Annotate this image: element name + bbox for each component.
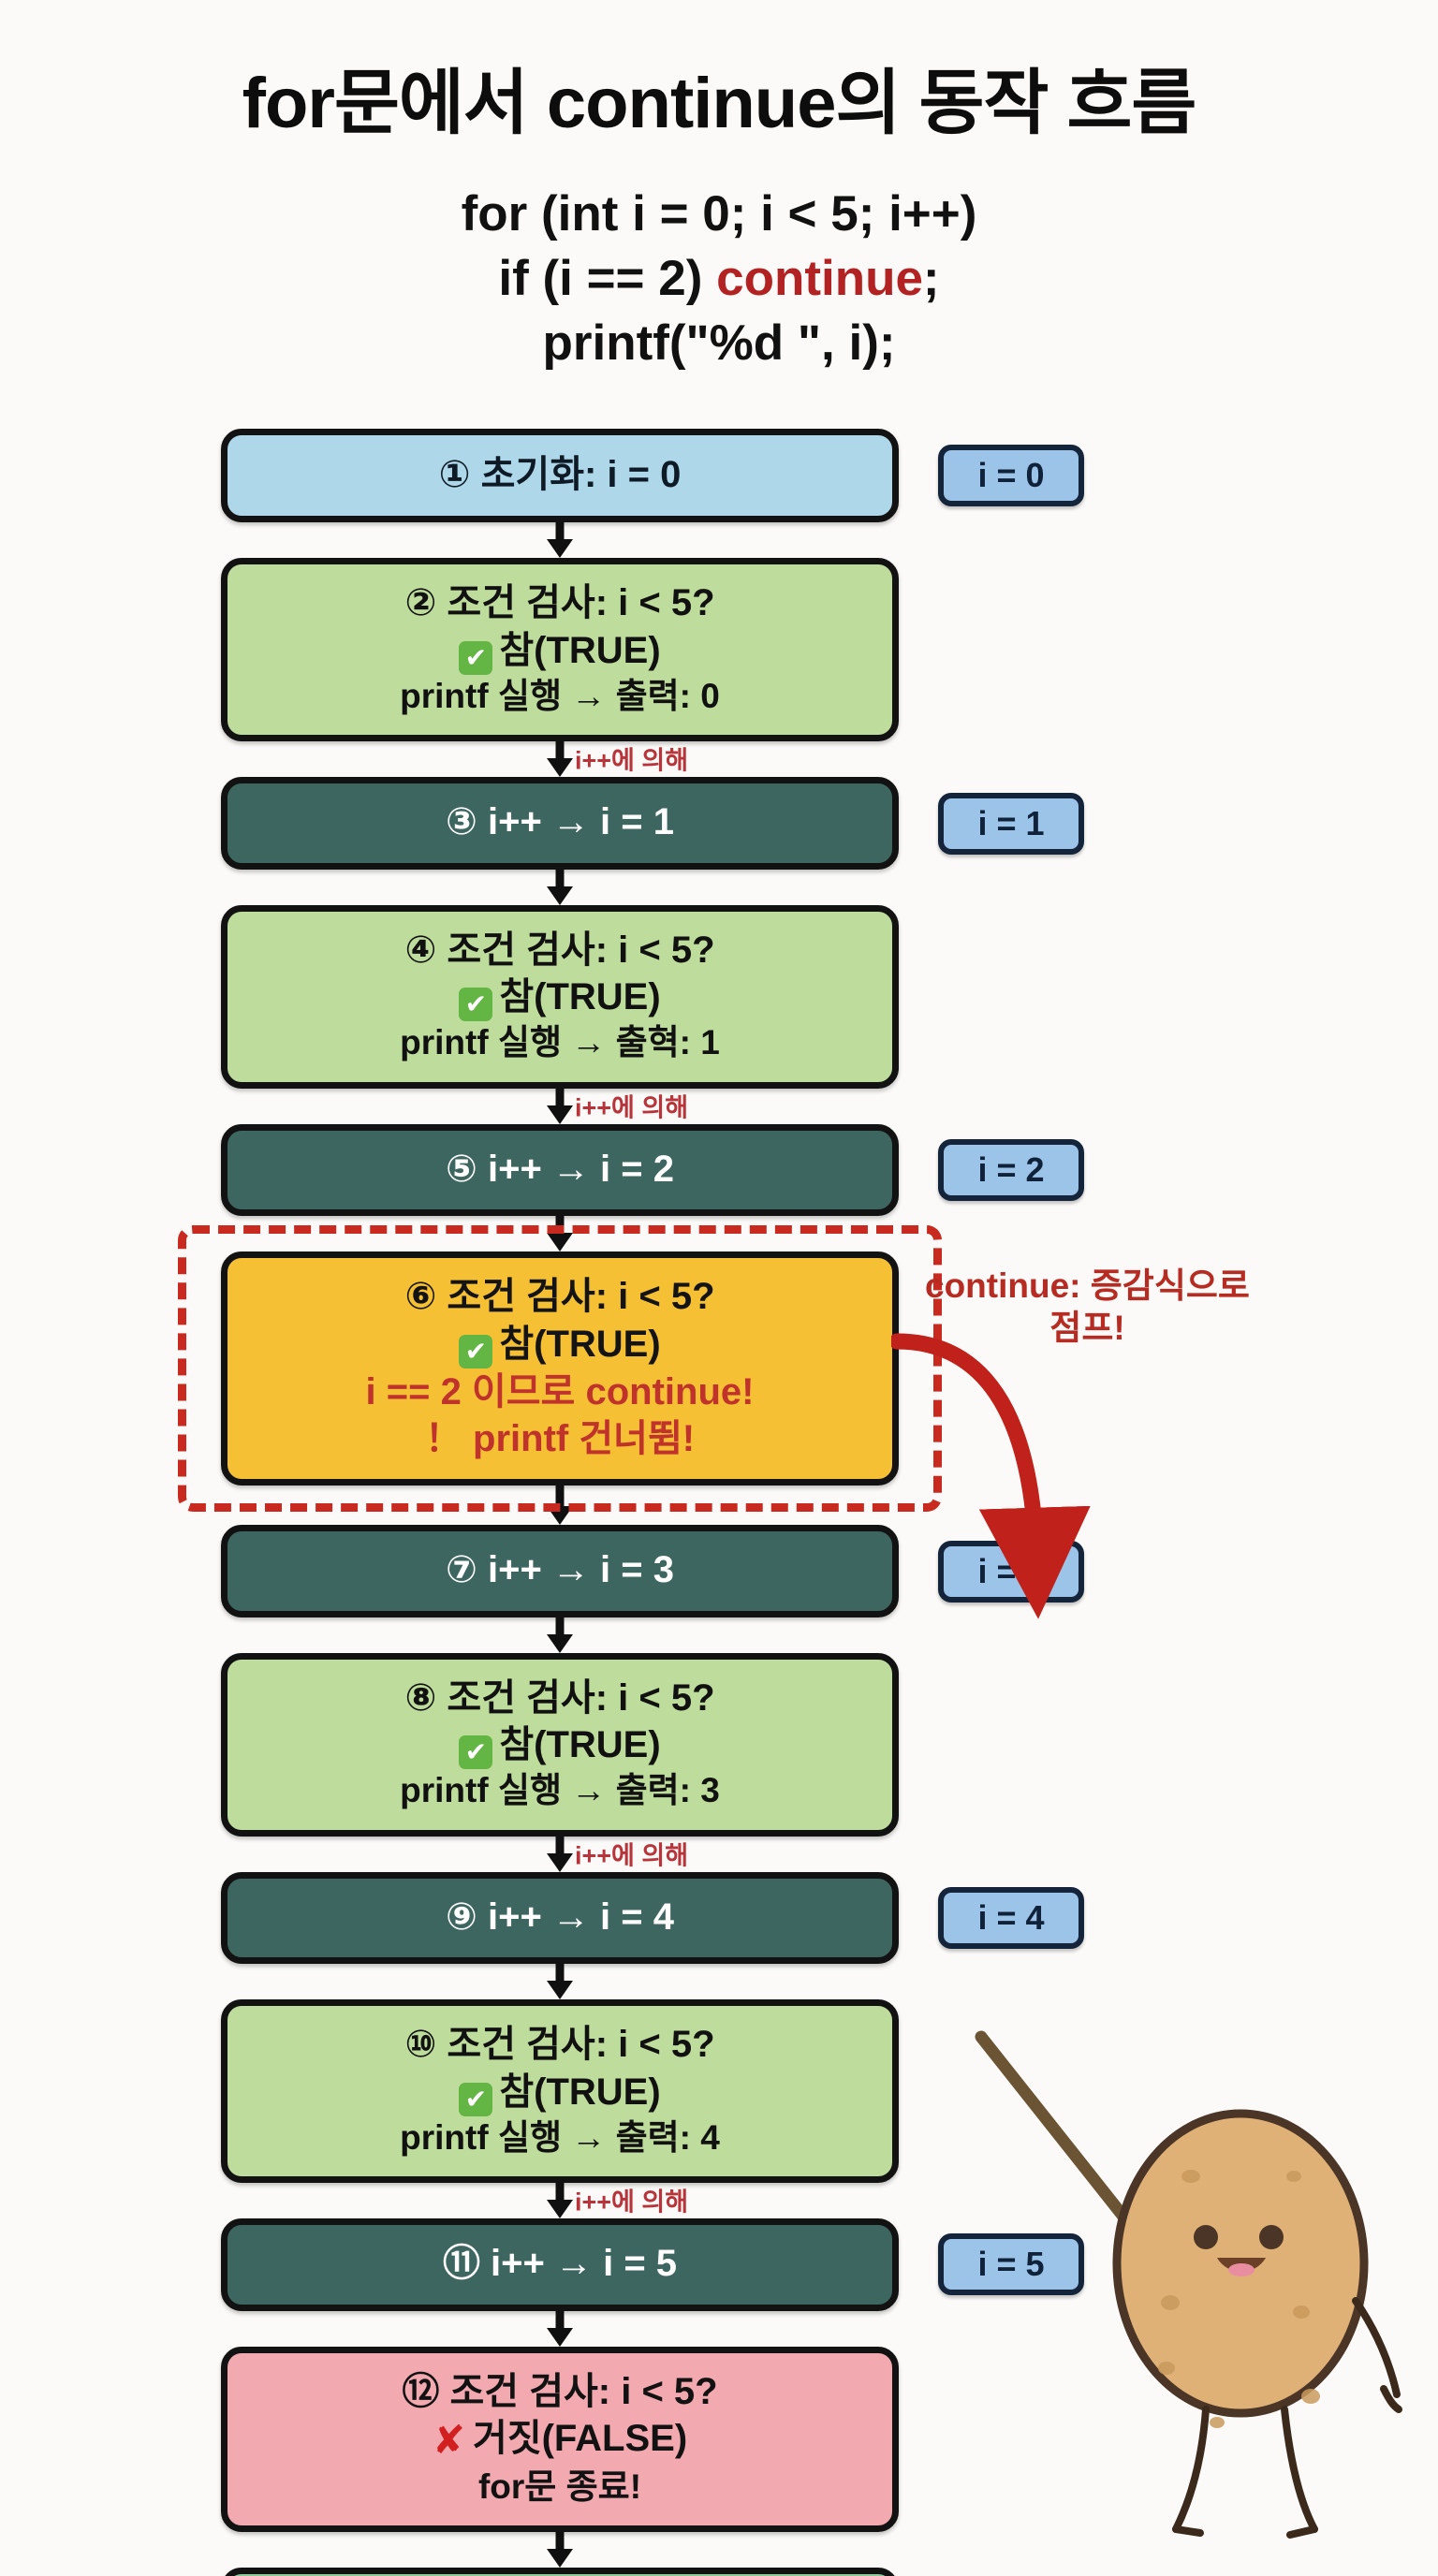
potato-legs <box>1172 2406 1318 2539</box>
flow-node-n2-line-3: printf 실행 → 출력: 0 <box>400 676 720 715</box>
flow-node-n6-line-3: i == 2 이므로 continue! <box>365 1370 755 1412</box>
flow-node-n8-line-3: printf 실행 → 출력: 3 <box>400 1771 720 1810</box>
flow-node-n11[interactable]: ⑪ i++ → i = 5 <box>221 2218 899 2311</box>
flow-node-n6-line-1: ⑥ 조건 검사: i < 5? <box>404 1276 715 1318</box>
flow-node-n12[interactable]: ⑫ 조건 검사: i < 5?✘거짓(FALSE)for문 종료! <box>221 2346 899 2533</box>
flow-node-n5[interactable]: ⑤ i++ → i = 2 <box>221 1123 899 1217</box>
flow-node-n9-line-1: ⑨ i++ → i = 4 <box>446 1895 674 1938</box>
flow-node-n12-line-3: for문 종료! <box>477 2466 642 2506</box>
potato-mouth <box>1217 2258 1266 2276</box>
code-line-1: for (int i = 0; i < 5; i++) <box>461 186 977 242</box>
flow-node-n10-line-1: ⑩ 조건 검사: i < 5? <box>404 2024 715 2066</box>
flow-connector-9 <box>221 1964 899 2000</box>
check-icon: ✔ <box>459 640 493 675</box>
flow-connector-3 <box>221 869 899 905</box>
flow-node-n5-line-1: ⑤ i++ → i = 2 <box>446 1148 674 1190</box>
page-title: for문에서 continue의 동작 흐름 <box>242 64 1197 143</box>
flow-arrow <box>547 1486 573 1526</box>
flow-arrow <box>547 869 573 905</box>
flow-node-n1[interactable]: ① 초기화: i = 0 <box>221 429 899 523</box>
pointer-stick <box>975 2030 1137 2232</box>
check-icon: ✔ <box>459 1334 493 1368</box>
variable-badge-0: i = 0 <box>938 445 1084 507</box>
variable-badge-2: i = 2 <box>938 1138 1084 1201</box>
flow-node-n8-line-1: ⑧ 조건 검사: i < 5? <box>404 1676 715 1719</box>
potato-eyes <box>1194 2225 1284 2249</box>
flow-arrow <box>547 2310 573 2347</box>
flow-connector-10: i++에 의해 <box>221 2183 899 2219</box>
flow-arrow <box>547 2532 573 2569</box>
flow-connector-4: i++에 의해 <box>221 1088 899 1124</box>
code-line-2-pre: if (i == 2) <box>498 250 717 306</box>
flow-node-n9[interactable]: ⑨ i++ → i = 4 <box>221 1871 899 1965</box>
keyword-continue: continue <box>716 250 923 306</box>
increment-note: i++에 의해 <box>575 1841 689 1870</box>
flow-node-n3-line-1: ③ i++ → i = 1 <box>446 801 674 843</box>
x-mark-icon: ✘ <box>432 2417 466 2462</box>
flow-node-n2-line-1: ② 조건 검사: i < 5? <box>404 582 715 624</box>
flow-node-n4-line-2: ✔참(TRUE) <box>227 973 892 1022</box>
flow-arrow <box>547 1617 573 1653</box>
flow-connector-8: i++에 의해 <box>221 1836 899 1872</box>
flow-arrow <box>547 1216 573 1252</box>
variable-badge-5: i = 5 <box>938 2233 1084 2296</box>
flow-node-n12-line-2: ✘거짓(FALSE) <box>227 2415 892 2466</box>
potato-arm-right <box>1352 2297 1402 2413</box>
check-icon: ✔ <box>459 1735 493 1770</box>
variable-badge-4: i = 4 <box>938 1886 1084 1949</box>
continue-annotation-line-1: continue: 증감식으로 <box>925 1266 1250 1306</box>
flow-node-n8[interactable]: ⑧ 조건 검사: i < 5?✔참(TRUE)printf 실행 → 출력: 3 <box>221 1652 899 1837</box>
flow-connector-1 <box>221 522 899 559</box>
flow-node-n6-line-4: ！ printf 건너뜀! <box>424 1417 696 1459</box>
flow-node-n10[interactable]: ⑩ 조건 검사: i < 5?✔참(TRUE)printf 실행 → 출력: 4 <box>221 1999 899 2184</box>
flow-node-n3[interactable]: ③ i++ → i = 1 <box>221 777 899 870</box>
flow-connector-6 <box>221 1486 899 1526</box>
flow-node-n6[interactable]: ⑥ 조건 검사: i < 5?✔참(TRUE)i == 2 이므로 contin… <box>221 1251 899 1486</box>
flow-node-n7[interactable]: ⑦ i++ → i = 3 <box>221 1525 899 1617</box>
flow-arrow <box>547 1088 573 1124</box>
flow-node-n10-line-2: ✔참(TRUE) <box>227 2069 892 2116</box>
flow-node-n12-line-1: ⑫ 조건 검사: i < 5? <box>402 2370 718 2412</box>
flow-arrow <box>547 522 573 559</box>
flow-node-n10-line-3: printf 실행 → 출력: 4 <box>400 2117 720 2157</box>
flow-node-n13[interactable]: 최종 출력: 0 1 3 4 <box>221 2568 899 2576</box>
check-icon: ✔ <box>459 988 493 1022</box>
flow-node-n11-line-1: ⑪ i++ → i = 5 <box>442 2243 678 2285</box>
flow-arrow <box>547 1836 573 1872</box>
code-line-3: printf("%d ", i); <box>542 315 896 371</box>
flow-node-n2[interactable]: ② 조건 검사: i < 5?✔참(TRUE)printf 실행 → 출력: 0 <box>221 558 899 742</box>
check-icon: ✔ <box>459 2082 493 2116</box>
flow-node-n6-line-2: ✔참(TRUE) <box>227 1321 892 1368</box>
flow-node-n7-line-1: ⑦ i++ → i = 3 <box>446 1549 674 1591</box>
flow-node-n8-line-2: ✔참(TRUE) <box>227 1721 892 1770</box>
flow-node-n4[interactable]: ④ 조건 검사: i < 5?✔참(TRUE)printf 실행 → 출혁: 1 <box>221 904 899 1089</box>
flow-connector-2: i++에 의해 <box>221 741 899 778</box>
increment-note: i++에 의해 <box>575 2188 689 2217</box>
flow-connector-12 <box>221 2532 899 2569</box>
flow-node-n4-line-3: printf 실행 → 출혁: 1 <box>400 1023 720 1062</box>
increment-note: i++에 의해 <box>575 1093 689 1122</box>
code-line-2: if (i == 2) continue; <box>0 247 1438 312</box>
flow-connector-5 <box>221 1216 899 1252</box>
flow-arrow <box>547 2183 573 2219</box>
flow-arrow <box>547 741 573 778</box>
flow-node-n4-line-1: ④ 조건 검사: i < 5? <box>404 929 715 971</box>
code-snippet: for (int i = 0; i < 5; i++) if (i == 2) … <box>0 183 1438 376</box>
continue-annotation: continue: 증감식으로 점프! <box>925 1265 1250 1349</box>
continue-annotation-line-2: 점프! <box>1049 1309 1125 1348</box>
code-line-2-post: ; <box>922 250 940 306</box>
potato-spots <box>1158 2170 1320 2428</box>
flow-connector-11 <box>221 2310 899 2347</box>
flow-node-n2-line-2: ✔참(TRUE) <box>227 627 892 675</box>
continue-jump-arrow <box>891 1333 1091 1619</box>
flow-connector-7 <box>221 1617 899 1653</box>
flow-arrow <box>547 1964 573 2000</box>
increment-note: i++에 의해 <box>575 747 689 776</box>
potato-mascot <box>975 2030 1402 2539</box>
variable-badge-1: i = 1 <box>938 792 1084 855</box>
flow-node-n1-line-1: ① 초기화: i = 0 <box>438 454 682 495</box>
